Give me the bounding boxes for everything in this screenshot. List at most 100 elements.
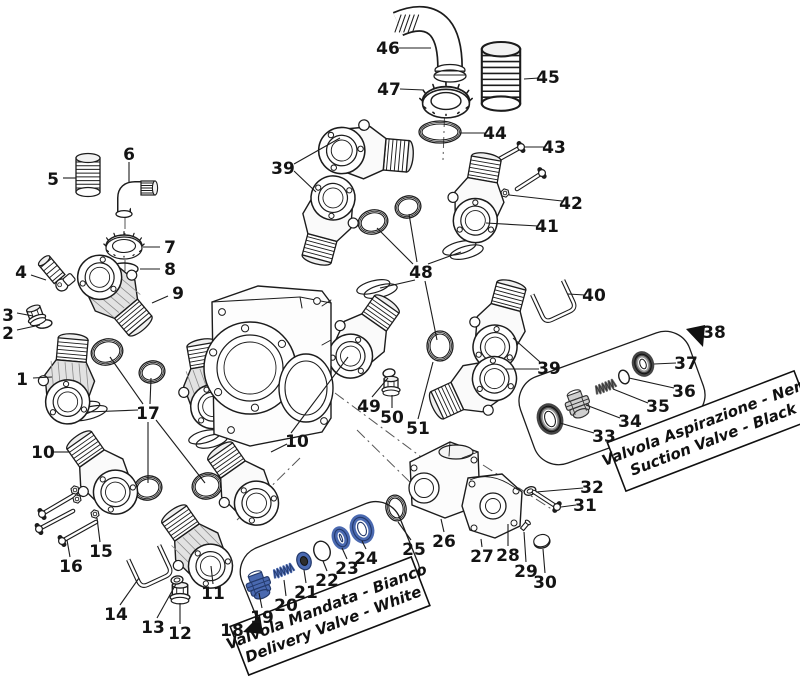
part-number-10: 10 xyxy=(31,443,55,463)
leader-line-32 xyxy=(535,487,584,493)
part-number-51: 51 xyxy=(406,419,430,439)
part-number-44: 44 xyxy=(483,124,507,144)
leader-line-4 xyxy=(30,274,47,281)
part-number-50: 50 xyxy=(380,408,404,428)
part-housing xyxy=(203,285,334,447)
part-25 xyxy=(385,494,407,522)
leader-line-23 xyxy=(341,547,348,560)
leader-line-17 xyxy=(149,377,152,405)
leader-line-48 xyxy=(379,279,416,289)
leader-line-11 xyxy=(210,565,214,585)
part-36 xyxy=(618,369,630,385)
part-30 xyxy=(533,533,551,549)
part-number-1: 1 xyxy=(16,370,28,390)
part-number-3: 3 xyxy=(2,306,14,326)
leader-line-24 xyxy=(361,540,367,550)
part-4 xyxy=(37,255,76,292)
leader-line-31 xyxy=(560,504,577,508)
part-number-30: 30 xyxy=(533,573,557,593)
assembly-axis-line xyxy=(482,464,554,511)
leader-line-9 xyxy=(151,295,169,304)
part-42b xyxy=(514,167,547,192)
part-33 xyxy=(536,403,564,435)
part-number-47: 47 xyxy=(377,80,401,100)
part-number-31: 31 xyxy=(573,496,597,516)
part-number-15: 15 xyxy=(89,542,113,562)
leader-line-47 xyxy=(399,88,425,91)
part-number-34: 34 xyxy=(618,412,642,432)
part-number-24: 24 xyxy=(354,549,378,569)
part-number-5: 5 xyxy=(47,170,59,190)
part-number-9: 9 xyxy=(172,284,184,304)
part-number-36: 36 xyxy=(672,382,696,402)
part-15c xyxy=(90,509,100,519)
leader-line-1 xyxy=(32,376,53,379)
part-number-26: 26 xyxy=(432,532,456,552)
part-number-49: 49 xyxy=(357,397,381,417)
part-number-41: 41 xyxy=(535,217,559,237)
part-47 xyxy=(419,81,473,119)
part-number-8: 8 xyxy=(164,260,176,280)
leader-line-51 xyxy=(417,361,434,420)
leader-line-39 xyxy=(293,137,341,165)
part-number-40: 40 xyxy=(582,286,606,306)
leader-line-41 xyxy=(485,222,539,227)
part-number-27: 27 xyxy=(470,547,494,567)
leader-line-3 xyxy=(16,312,34,317)
part-number-13: 13 xyxy=(141,618,165,638)
leader-line-21 xyxy=(303,569,307,584)
part-13 xyxy=(170,575,184,585)
leader-line-40 xyxy=(567,293,586,296)
part-3 xyxy=(25,304,47,327)
part-number-22: 22 xyxy=(315,571,339,591)
part-10C xyxy=(207,441,280,526)
leader-line-45 xyxy=(523,77,540,80)
part-number-23: 23 xyxy=(335,559,359,579)
part-number-18: 18 xyxy=(220,621,244,641)
leader-line-34 xyxy=(585,404,621,419)
part-46 xyxy=(392,5,467,83)
part-1 xyxy=(37,333,96,425)
part-number-48: 48 xyxy=(409,263,433,283)
leader-line-36 xyxy=(628,377,675,389)
part-19 xyxy=(245,570,272,600)
part-14 xyxy=(126,544,173,588)
part-39c xyxy=(469,279,527,370)
leader-line-33 xyxy=(559,422,595,434)
part-number-43: 43 xyxy=(542,138,566,158)
part-12 xyxy=(169,581,191,605)
leader-line-48 xyxy=(427,251,462,265)
leader-line-42 xyxy=(508,194,563,202)
part-number-38: 38 xyxy=(702,323,726,343)
delivery-marker-triangle xyxy=(243,615,263,634)
leader-line-29 xyxy=(523,531,527,563)
part-34 xyxy=(564,389,591,419)
part-number-33: 33 xyxy=(592,427,616,447)
leader-line-48 xyxy=(424,280,438,341)
assembly-axis-line xyxy=(334,392,429,463)
part-48a xyxy=(357,209,389,235)
part-number-21: 21 xyxy=(294,583,318,603)
leader-line-16 xyxy=(66,539,71,558)
leader-line-14 xyxy=(119,577,140,606)
part-16b xyxy=(34,508,76,536)
part-number-20: 20 xyxy=(274,596,298,616)
part-7 xyxy=(103,231,145,260)
part-41 xyxy=(447,152,505,244)
part-39b xyxy=(301,175,359,266)
part-15a xyxy=(70,485,80,495)
part-5 xyxy=(75,152,101,198)
leader-line-39 xyxy=(293,170,317,193)
part-50 xyxy=(381,375,401,397)
part-24 xyxy=(349,514,375,544)
part-number-10: 10 xyxy=(285,432,309,452)
leader-line-37 xyxy=(653,362,677,365)
part-27 xyxy=(461,473,523,539)
part-40 xyxy=(530,279,577,323)
part-17b xyxy=(138,360,166,384)
part-16a xyxy=(37,491,79,520)
leader-line-13 xyxy=(156,583,177,619)
part-31 xyxy=(531,489,562,513)
leader-line-22 xyxy=(322,560,328,572)
part-number-14: 14 xyxy=(104,605,128,625)
